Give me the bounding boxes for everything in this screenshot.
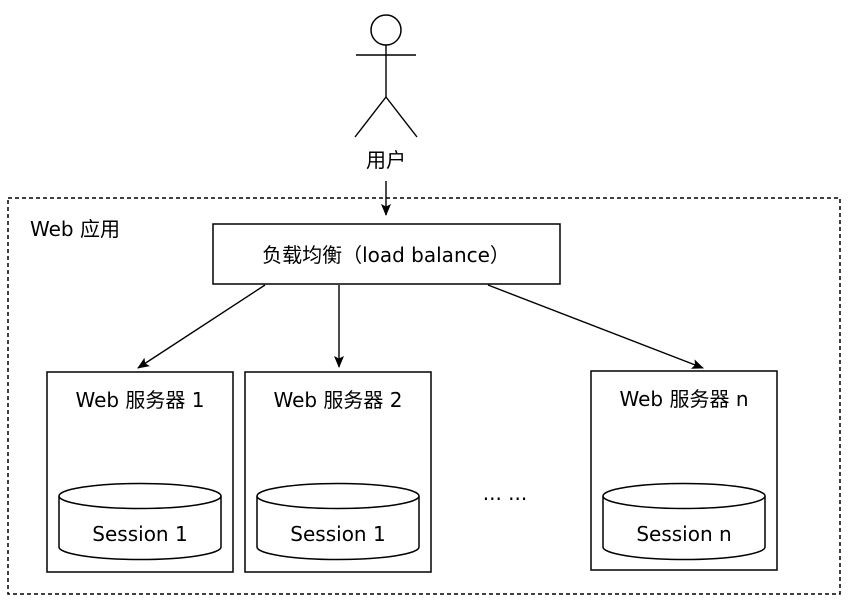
server-1-label: Web 服务器 1 xyxy=(75,388,204,412)
actor-left-leg xyxy=(354,96,387,138)
server-node-2: Web 服务器 2 Session 1 xyxy=(244,371,432,573)
database-cylinder-icon xyxy=(58,482,222,561)
cylinder-body xyxy=(256,496,420,561)
server-node-1: Web 服务器 1 Session 1 xyxy=(46,371,234,573)
web-app-container xyxy=(7,197,841,595)
load-balancer-label: 负载均衡（load balance） xyxy=(262,243,510,267)
cylinder-body xyxy=(602,496,766,561)
arrow-lb-to-server-n xyxy=(487,284,704,369)
cylinder-top xyxy=(256,482,420,510)
user-actor-icon: 用户 xyxy=(354,14,418,172)
database-cylinder-icon xyxy=(256,482,420,561)
server-1-session-label: Session 1 xyxy=(92,522,187,546)
actor-right-leg xyxy=(385,96,418,138)
database-cylinder-icon xyxy=(602,482,766,561)
more-servers-ellipsis: ... ... xyxy=(483,481,528,505)
actor-label: 用户 xyxy=(366,148,406,172)
cylinder-top xyxy=(602,482,766,510)
load-balancer-node: 负载均衡（load balance） xyxy=(212,223,561,285)
web-app-container-label: Web 应用 xyxy=(30,217,120,241)
cylinder-body xyxy=(58,496,222,561)
server-2-session-label: Session 1 xyxy=(290,522,385,546)
load-balancer-box xyxy=(212,223,561,285)
server-n-label: Web 服务器 n xyxy=(620,387,749,411)
arrow-lb-to-server-1 xyxy=(137,284,266,369)
cylinder-top xyxy=(58,482,222,510)
actor-head xyxy=(370,14,402,46)
server-2-label: Web 服务器 2 xyxy=(273,388,402,412)
server-node-n: Web 服务器 n Session n xyxy=(590,370,778,571)
server-n-session-label: Session n xyxy=(636,522,731,546)
